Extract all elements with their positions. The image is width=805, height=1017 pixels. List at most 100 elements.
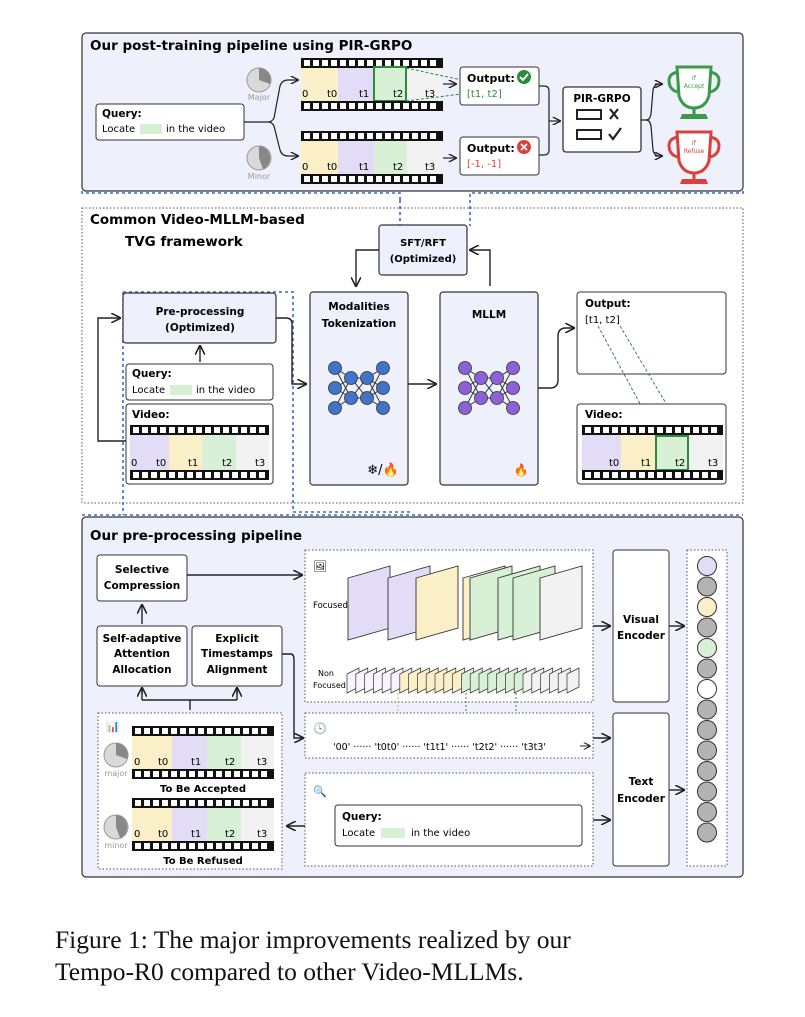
- selective-line2: Compression: [104, 580, 180, 592]
- sprocket-hole: [135, 800, 141, 806]
- neural-net-purple-icon: [458, 361, 520, 415]
- sprocket-hole: [135, 728, 141, 734]
- sprocket-hole: [135, 843, 141, 849]
- sprocket-hole: [153, 771, 159, 777]
- middle-title-line1: Common Video-MLLM-based: [90, 212, 305, 228]
- film-sprocket-holes: [133, 427, 265, 433]
- self-line1: Self-adaptive: [103, 633, 182, 645]
- sprocket-hole: [216, 800, 222, 806]
- film-sprocket-holes: [135, 771, 267, 777]
- sprocket-hole: [594, 427, 600, 433]
- nn-node: [506, 401, 520, 415]
- film-label-t3: t3: [257, 829, 267, 840]
- sprocket-hole: [171, 771, 177, 777]
- sprocket-hole: [160, 427, 166, 433]
- sft-line1: SFT/RFT: [400, 238, 446, 249]
- sprocket-hole: [331, 133, 337, 139]
- sprocket-hole: [225, 728, 231, 734]
- sprocket-hole: [367, 176, 373, 182]
- sprocket-hole: [198, 728, 204, 734]
- sprocket-hole: [394, 60, 400, 66]
- pre-line1: Pre-processing: [156, 306, 245, 318]
- sprocket-hole: [261, 771, 267, 777]
- sprocket-hole: [144, 843, 150, 849]
- film-label-t2: t2: [675, 458, 685, 469]
- tok-line1: Modalities: [328, 301, 389, 313]
- sprocket-hole: [252, 843, 258, 849]
- query-highlight: [381, 828, 405, 838]
- sprocket-hole: [639, 472, 645, 478]
- nn-node: [458, 381, 472, 395]
- sprocket-hole: [340, 176, 346, 182]
- sprocket-hole: [367, 60, 373, 66]
- nn-node: [458, 361, 472, 375]
- sprocket-hole: [243, 771, 249, 777]
- sprocket-hole: [178, 472, 184, 478]
- sprocket-hole: [151, 427, 157, 433]
- caption-line2: Tempo-R0 compared to other Video-MLLMs.: [55, 957, 524, 986]
- sprocket-hole: [702, 427, 708, 433]
- sprocket-hole: [232, 472, 238, 478]
- sprocket-hole: [711, 427, 717, 433]
- explicit-line3: Alignment: [207, 664, 268, 676]
- film-label-t2: t2: [225, 829, 235, 840]
- middle-panel: Common Video-MLLM-based TVG framework SF…: [81, 200, 744, 515]
- sprocket-hole: [198, 771, 204, 777]
- pre-line2: (Optimized): [165, 322, 235, 334]
- search-icon: 🔍: [313, 784, 327, 798]
- tokenization-box: Modalities Tokenization ❄/🔥: [309, 291, 409, 486]
- sprocket-hole: [252, 800, 258, 806]
- major-pie-icon: major: [103, 742, 129, 778]
- sprocket-hole: [225, 843, 231, 849]
- middle-query-locate: Locate: [132, 385, 165, 396]
- middle-output-box: Output: [t1, t2]: [576, 291, 727, 375]
- sprocket-hole: [232, 427, 238, 433]
- major-label: Major: [248, 93, 271, 102]
- token-circle: [697, 781, 717, 802]
- accepted-label: To Be Accepted: [160, 784, 246, 795]
- trophy-refuse-line1: If: [692, 140, 697, 147]
- sprocket-hole: [430, 103, 436, 109]
- sprocket-hole: [612, 472, 618, 478]
- sprocket-hole: [657, 472, 663, 478]
- sprocket-hole: [304, 103, 310, 109]
- focused-frames: [347, 565, 583, 641]
- sprocket-hole: [331, 103, 337, 109]
- sprocket-hole: [216, 771, 222, 777]
- sprocket-hole: [376, 60, 382, 66]
- film-label-t3: t3: [425, 162, 435, 173]
- visual-encoder-box: Visual Encoder: [612, 549, 670, 703]
- top-panel-title: Our post-training pipeline using PIR-GRP…: [90, 38, 412, 54]
- output-correct-box: Output: [t1, t2]: [459, 66, 540, 106]
- text-encoder-box: Text Encoder: [612, 712, 670, 867]
- sprocket-hole: [241, 472, 247, 478]
- sprocket-hole: [358, 133, 364, 139]
- sprocket-hole: [394, 176, 400, 182]
- neural-net-blue-icon: [328, 361, 390, 415]
- middle-output-title: Output:: [585, 298, 631, 310]
- film-label-t2: t2: [393, 89, 403, 100]
- minor-label: Minor: [248, 172, 271, 181]
- film-sprocket-holes: [585, 472, 717, 478]
- middle-query-suffix: in the video: [196, 385, 255, 396]
- sprocket-hole: [207, 728, 213, 734]
- trophy-refuse-icon: If Refuse: [667, 130, 721, 184]
- sprocket-hole: [675, 472, 681, 478]
- film-label-t3: t3: [425, 89, 435, 100]
- sprocket-hole: [205, 427, 211, 433]
- sprocket-hole: [162, 843, 168, 849]
- sprocket-hole: [250, 472, 256, 478]
- film-label-t1: t1: [191, 829, 201, 840]
- query-highlight: [140, 124, 162, 134]
- sprocket-hole: [225, 771, 231, 777]
- minor-pie-icon: minor: [103, 814, 129, 850]
- trophy-refuse-line2: Refuse: [684, 148, 705, 155]
- sft-line2: (Optimized): [390, 254, 457, 265]
- sprocket-hole: [421, 60, 427, 66]
- film-label-0: 0: [131, 458, 137, 469]
- middle-query-title: Query:: [132, 368, 172, 380]
- film-sprocket-holes: [304, 176, 436, 182]
- sprocket-hole: [358, 103, 364, 109]
- sprocket-hole: [603, 427, 609, 433]
- sprocket-hole: [322, 103, 328, 109]
